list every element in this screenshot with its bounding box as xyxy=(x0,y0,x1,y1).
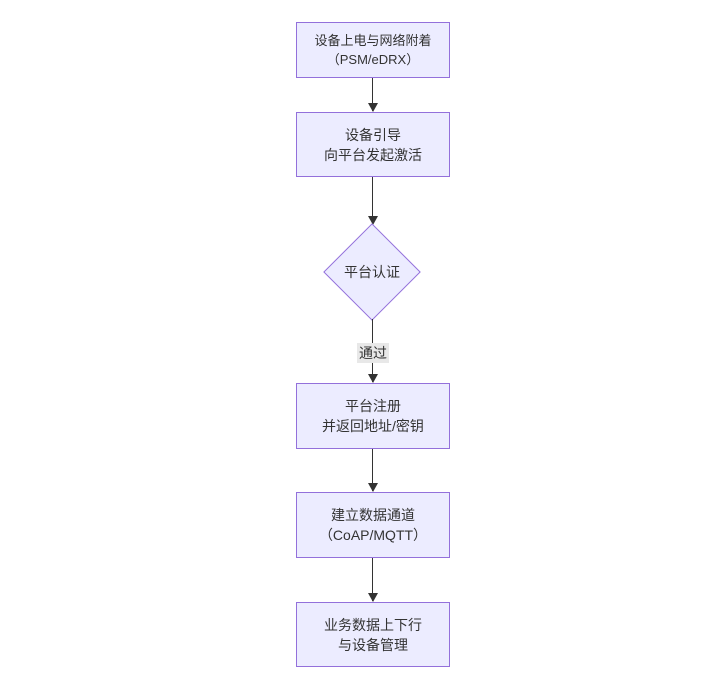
arrow-down-icon xyxy=(368,593,378,602)
node-label-line: 建立数据通道 xyxy=(331,507,415,523)
edge-d-e xyxy=(368,449,378,492)
node-platform-register: 平台注册 并返回地址/密钥 xyxy=(296,383,450,449)
node-label-line: 业务数据上下行 xyxy=(324,616,422,633)
node-label-line: 与设备管理 xyxy=(338,636,408,653)
node-power-network-attach: 设备上电与网络附着 （PSM/eDRX） xyxy=(296,22,450,78)
node-data-channel: 建立数据通道 （CoAP/MQTT） xyxy=(296,492,450,558)
node-label-line: 向平台发起激活 xyxy=(324,146,422,163)
node-label-line: 设备上电与网络附着 xyxy=(314,33,432,48)
edge-b-c xyxy=(368,177,378,225)
arrow-down-icon xyxy=(368,483,378,492)
node-device-bootstrap: 设备引导 向平台发起激活 xyxy=(296,112,450,177)
node-label-line: 平台注册 xyxy=(345,398,401,414)
node-label-line: 并返回地址/密钥 xyxy=(322,418,424,434)
node-label-line: （CoAP/MQTT） xyxy=(318,527,428,543)
edge-e-f xyxy=(368,558,378,602)
node-label-line: 平台认证 xyxy=(344,264,400,280)
arrow-down-icon xyxy=(368,103,378,112)
arrow-down-icon xyxy=(368,216,378,225)
node-label-line: 设备引导 xyxy=(345,126,401,143)
node-business-data: 业务数据上下行 与设备管理 xyxy=(296,602,450,667)
edge-label-pass: 通过 xyxy=(357,343,389,363)
edge-a-b xyxy=(368,78,378,112)
arrow-down-icon xyxy=(368,374,378,383)
node-platform-auth-decision: 平台认证 xyxy=(322,223,422,321)
node-label-line: （PSM/eDRX） xyxy=(326,52,420,67)
